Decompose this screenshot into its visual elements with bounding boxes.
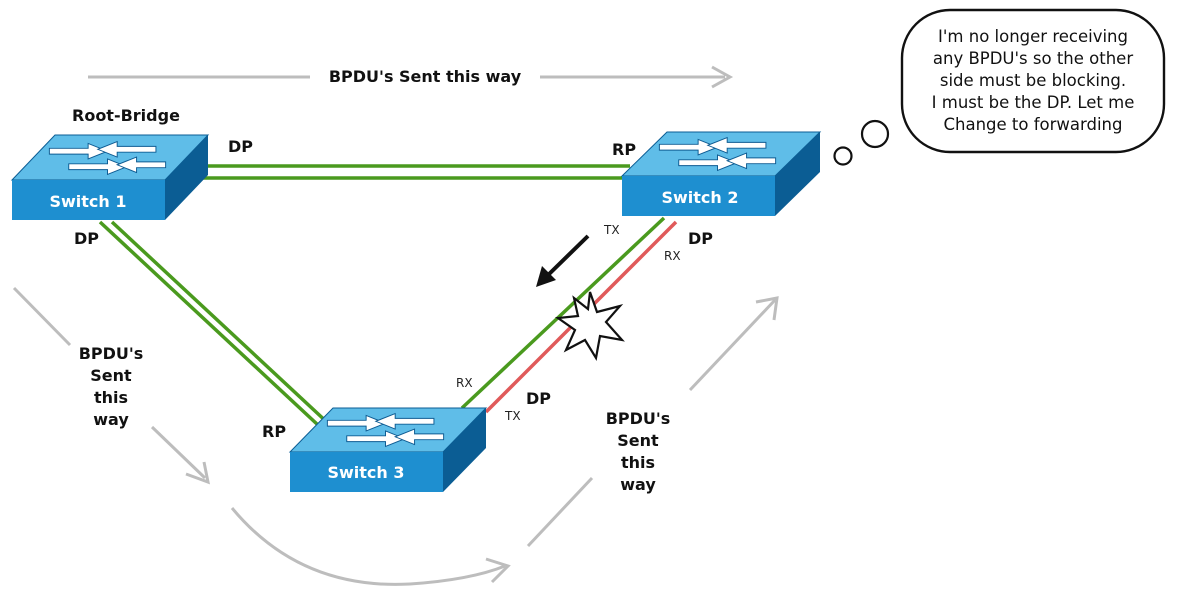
port-role-s3-right: DP (526, 389, 551, 408)
link-mark-s2-rx: RX (664, 249, 681, 263)
right-flow-arrow (526, 296, 779, 548)
link-s1-s3 (98, 220, 332, 427)
switch-2: Switch 2 (620, 131, 822, 216)
link-mark-s3-rx: RX (456, 376, 473, 390)
left-flow-label-line: Sent (90, 366, 132, 385)
left-flow-label-line: BPDU's (79, 344, 144, 363)
bottom-flow-arrow (230, 507, 511, 586)
link-mark-s3-tx: TX (504, 409, 521, 423)
link-failure-burst-icon (554, 291, 625, 362)
right-flow-label-line: Sent (617, 431, 659, 450)
right-flow-label-line: way (620, 475, 656, 494)
link-s2-s3 (460, 216, 678, 414)
root-bridge-label: Root-Bridge (72, 106, 180, 125)
left-flow-arrow (12, 286, 210, 485)
thought-line: I must be the DP. Let me (932, 93, 1135, 112)
switch-2-label: Switch 2 (661, 188, 738, 207)
switch-3: Switch 3 (288, 407, 488, 492)
thought-line: Change to forwarding (943, 115, 1122, 134)
switch-1-label: Switch 1 (49, 192, 126, 211)
thought-bubble: I'm no longer receiving any BPDU's so th… (833, 8, 1166, 166)
port-role-s3-left: RP (262, 422, 286, 441)
right-flow-label: BPDU's Sent this way (606, 409, 671, 494)
link-mark-s2-tx: TX (603, 223, 620, 237)
top-flow-arrow (88, 65, 734, 89)
thought-line: any BPDU's so the other (933, 49, 1133, 68)
port-role-s2-bottom: DP (688, 229, 713, 248)
port-role-s2-left: RP (612, 140, 636, 159)
top-flow-label: BPDU's Sent this way (329, 67, 522, 86)
switch-1: Switch 1 (10, 134, 210, 220)
thought-line: side must be blocking. (940, 71, 1126, 90)
switch-3-label: Switch 3 (327, 463, 404, 482)
thought-line: I'm no longer receiving (938, 27, 1128, 46)
bpdu-direction-arrow (536, 234, 590, 287)
right-flow-label-line: this (621, 453, 655, 472)
left-flow-label-line: this (94, 388, 128, 407)
port-role-s1-bottom: DP (74, 229, 99, 248)
right-flow-label-line: BPDU's (606, 409, 671, 428)
port-role-s1-right: DP (228, 137, 253, 156)
link-s1-s2 (200, 164, 630, 180)
left-flow-label: BPDU's Sent this way (79, 344, 144, 429)
left-flow-label-line: way (93, 410, 129, 429)
